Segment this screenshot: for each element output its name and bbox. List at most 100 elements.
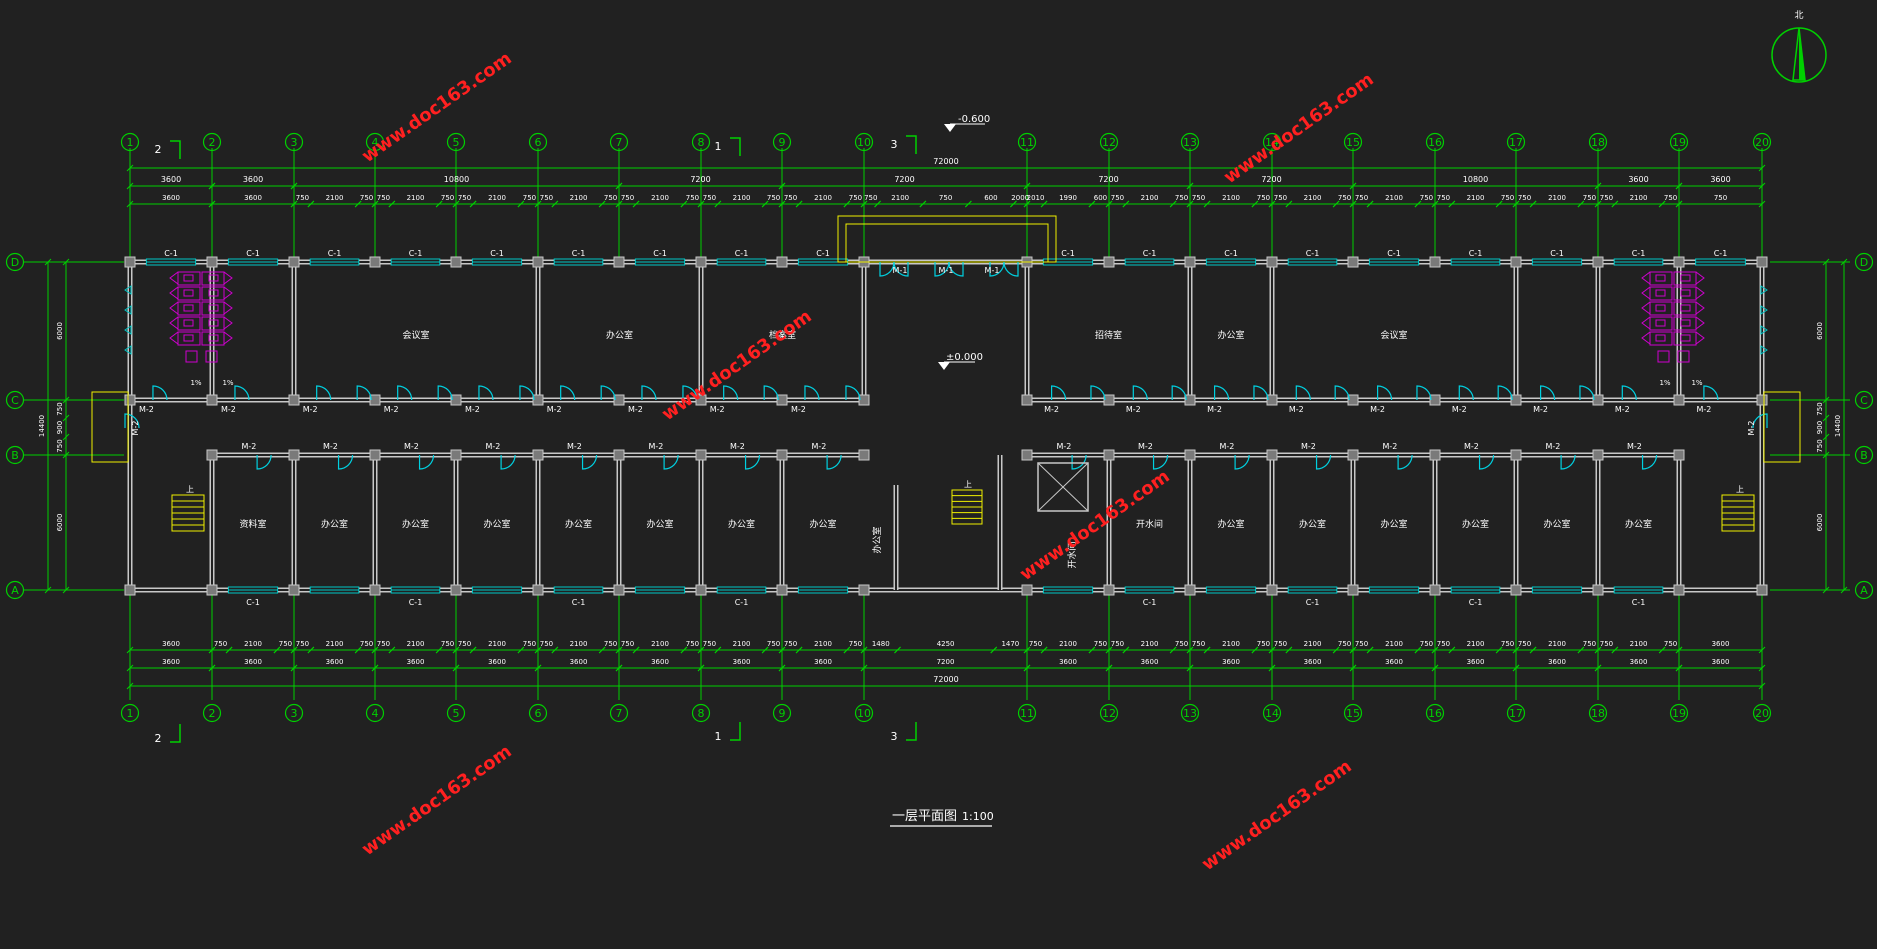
dim-top-row3: 2100 (407, 194, 425, 202)
dim-bottom-row1: 750 (214, 640, 227, 648)
door-swing (893, 261, 909, 277)
dimension-tick (1169, 646, 1177, 654)
dimension-tick (632, 646, 640, 654)
door-swing (1295, 385, 1311, 401)
toilet-door (223, 331, 233, 345)
stair-up-label: 上 (186, 485, 194, 494)
dim-bottom-row1: 750 (1175, 640, 1188, 648)
axis-bubble-bottom-circle (202, 703, 222, 723)
room-label-top: 办公室 (606, 329, 633, 341)
toilet-stall (177, 316, 201, 331)
dimension-tick (761, 200, 769, 208)
dimension-tick (354, 646, 362, 654)
dimension-tick (1349, 200, 1357, 208)
dimension-tick (778, 664, 786, 672)
structural-column (206, 584, 218, 596)
structural-column (695, 256, 707, 268)
structural-column (369, 256, 381, 268)
axis-bubble-top: 13 (1183, 136, 1197, 149)
structural-column (1673, 449, 1685, 461)
dimension-tick (1122, 646, 1130, 654)
dimension-tick (1448, 646, 1456, 654)
dim-bottom-row1: 750 (1192, 640, 1205, 648)
structural-column (776, 256, 788, 268)
axis-bubble-left-circle (5, 580, 25, 600)
door-label: M-2 (323, 442, 338, 451)
dimension-tick (371, 200, 379, 208)
door-swing (1641, 454, 1658, 470)
window-label-bottom: C-1 (1469, 598, 1483, 607)
dimension-tick (697, 200, 705, 208)
window-small (1760, 305, 1768, 315)
dim-bottom-row1: 750 (1111, 640, 1124, 648)
structural-column (695, 449, 707, 461)
dim-top-row3: 750 (1175, 194, 1188, 202)
axis-bubble-left-circle (5, 390, 25, 410)
axis-bubble-top: 12 (1102, 136, 1116, 149)
dim-bottom-row2: 3600 (1059, 658, 1077, 666)
door-label: M-2 (1627, 442, 1642, 451)
section-mark-label: 1 (715, 730, 722, 743)
structural-column (1347, 256, 1359, 268)
dim-bottom-row1: 750 (686, 640, 699, 648)
dim-top-row3: 2100 (1222, 194, 1240, 202)
structural-column (288, 256, 300, 268)
structural-column (776, 584, 788, 596)
axis-bubble-bottom-circle (1262, 703, 1282, 723)
door-label: M-2 (465, 405, 480, 414)
dim-bottom-row1: 2100 (1059, 640, 1077, 648)
room-label-bottom: 办公室 (402, 518, 429, 530)
door-label-m1: M-1 (985, 266, 1000, 275)
floor-drain (1657, 350, 1670, 363)
door-swing (1579, 385, 1595, 401)
toilet-stall (177, 301, 201, 316)
axis-bubble-top-circle (1180, 132, 1200, 152)
dim-bottom-row2: 3600 (1467, 658, 1485, 666)
toilet-bowl (183, 274, 194, 282)
dimension-tick (517, 646, 525, 654)
dim-bottom-row1: 2100 (1141, 640, 1159, 648)
dim-top-row3: 600 (984, 194, 997, 202)
door-swing (663, 454, 679, 470)
dim-bottom-row1: 750 (458, 640, 471, 648)
toilet-stall (1649, 331, 1673, 346)
axis-bubble-bottom: 12 (1102, 707, 1116, 720)
structural-column (532, 584, 544, 596)
window-label-top: C-1 (1387, 249, 1401, 258)
dim-top-row2: 7200 (1261, 175, 1281, 184)
dimension-tick (1675, 664, 1683, 672)
door-label: M-2 (1464, 442, 1479, 451)
dim-top-row3: 2000 (1011, 194, 1029, 202)
structural-column (369, 584, 381, 596)
elevation-floor-text: ±0.000 (946, 352, 983, 363)
structural-column (776, 394, 788, 406)
dim-bottom-row1: 750 (1583, 640, 1596, 648)
dim-bottom-row1: 2100 (407, 640, 425, 648)
dimension-tick (1268, 664, 1276, 672)
axis-bubble-top: 2 (209, 136, 216, 149)
dimension-tick (307, 646, 315, 654)
toilet-stall (1673, 286, 1697, 301)
structural-column (1756, 394, 1768, 406)
dimension-tick (208, 664, 216, 672)
door-swing (1214, 385, 1230, 401)
dimension-tick (1285, 200, 1293, 208)
dim-bottom-row1: 2100 (1304, 640, 1322, 648)
dimension-tick (126, 646, 134, 654)
door-swing (948, 261, 964, 277)
dim-bottom-row1: 750 (1257, 640, 1270, 648)
axis-bubble-bottom-circle (1425, 703, 1445, 723)
axis-bubble-top: 5 (453, 136, 460, 149)
dim-bottom-row1: 750 (1029, 640, 1042, 648)
door-label: M-2 (1382, 442, 1397, 451)
room-label-bottom: 办公室 (1299, 518, 1326, 530)
door-swing (356, 385, 372, 401)
door-label: M-2 (221, 405, 236, 414)
door-label-side: M-2 (131, 421, 140, 436)
dimension-tick (62, 433, 70, 441)
dim-bottom-row1: 2100 (326, 640, 344, 648)
drawing-title-scale: 1:100 (962, 810, 994, 823)
door-swing (804, 385, 820, 401)
dim-top-row3: 750 (686, 194, 699, 202)
dimension-tick (371, 646, 379, 654)
